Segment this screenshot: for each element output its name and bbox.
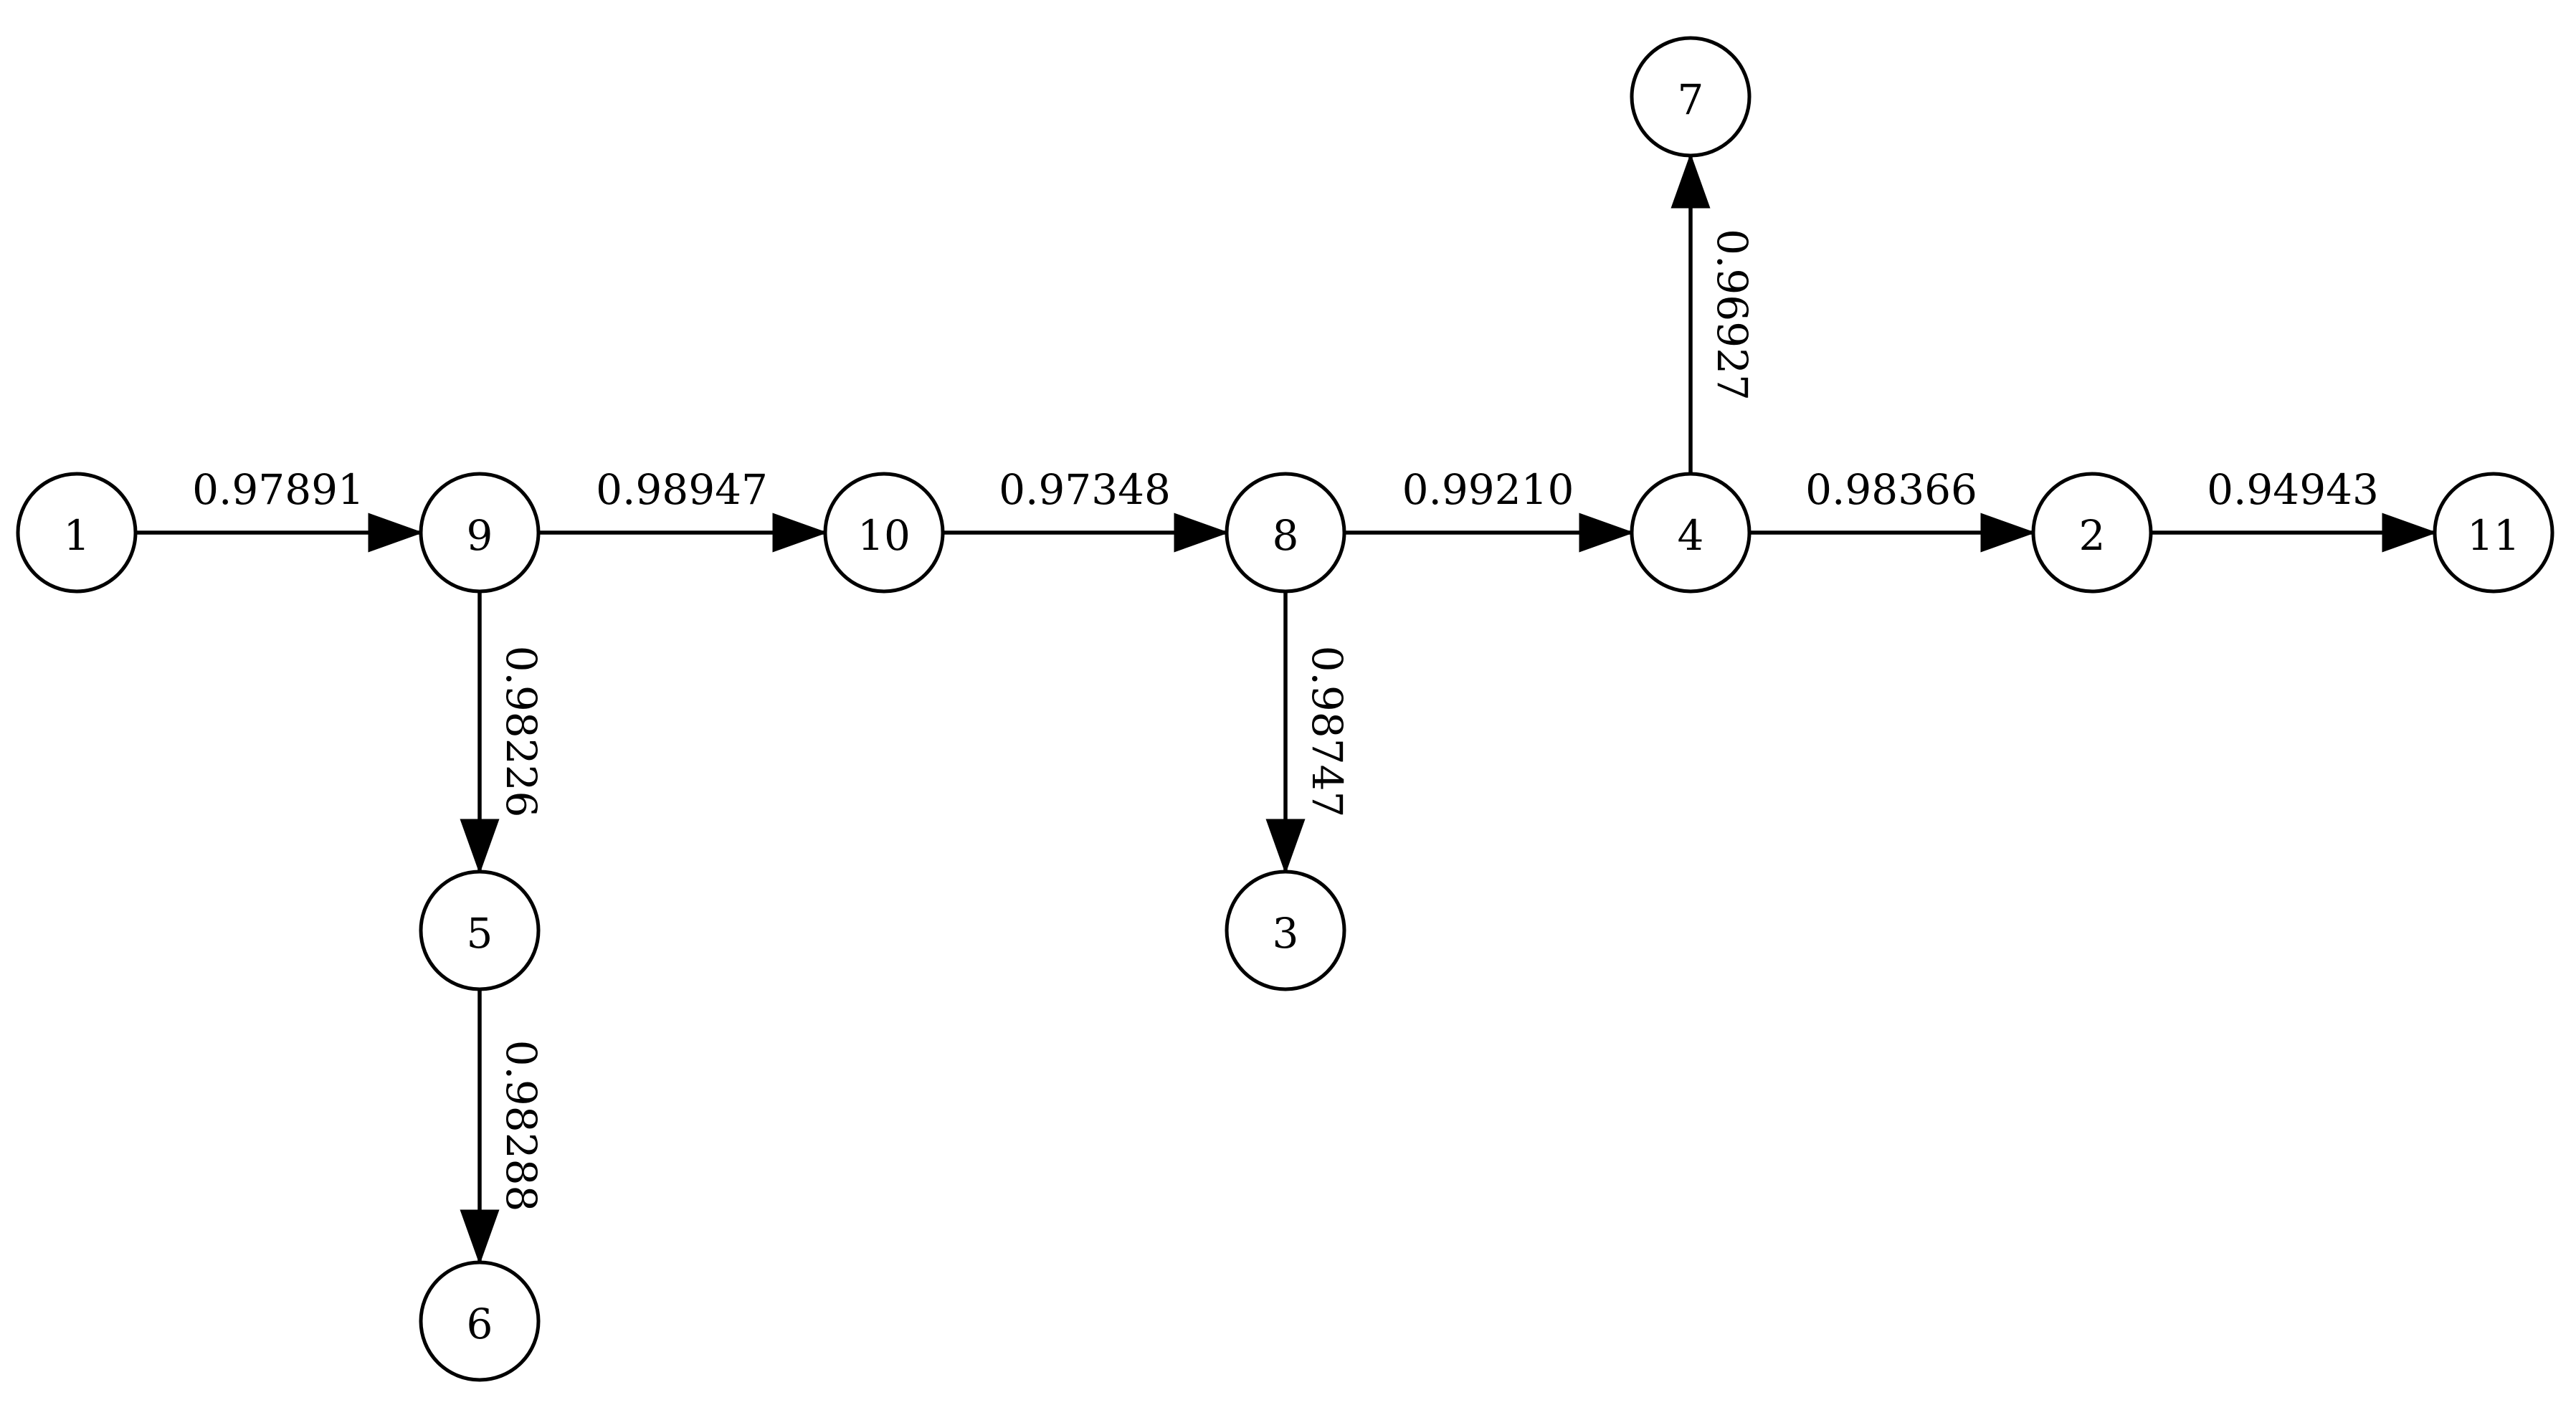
edge-weight-10-8: 0.97348 (999, 465, 1171, 514)
node-label-6: 6 (467, 1300, 493, 1348)
node-label-11: 11 (2467, 511, 2520, 560)
node-label-8: 8 (1273, 511, 1299, 560)
node-circle-1 (16, 472, 138, 594)
node-circle-5 (419, 870, 541, 991)
node-4: 4 (1630, 472, 1752, 594)
node-circle-3 (1225, 870, 1346, 991)
node-2: 2 (2031, 472, 2153, 594)
node-5: 5 (419, 870, 541, 991)
node-circle-7 (1630, 36, 1752, 158)
edge-weight-1-9: 0.97891 (192, 465, 364, 514)
edge-weight-8-4: 0.99210 (1402, 465, 1574, 514)
edge-weight-9-10: 0.98947 (596, 465, 768, 514)
node-circle-11 (2433, 472, 2554, 594)
node-7: 7 (1630, 36, 1752, 158)
edge-weight-8-3: 0.98747 (1303, 646, 1351, 818)
node-label-5: 5 (467, 909, 493, 958)
node-1: 1 (16, 472, 138, 594)
node-3: 3 (1225, 870, 1346, 991)
node-circle-6 (419, 1260, 541, 1382)
node-label-3: 3 (1273, 909, 1299, 958)
node-label-10: 10 (857, 511, 911, 560)
node-11: 11 (2433, 472, 2554, 594)
edges-layer: 0.97891 0.98947 0.97348 0.99210 0.98366 0.949… (136, 153, 2438, 1265)
edge-weight-9-5: 0.98226 (497, 646, 546, 818)
nodes-layer: 1 9 10 8 4 2 11 7 5 6 3 (16, 36, 2554, 1382)
node-9: 9 (419, 472, 541, 594)
node-8: 8 (1225, 472, 1346, 594)
node-label-2: 2 (2079, 511, 2106, 560)
node-circle-10 (823, 472, 945, 594)
edge-weight-5-6: 0.98288 (497, 1040, 546, 1212)
node-label-7: 7 (1678, 75, 1704, 124)
edge-weight-2-11: 0.94943 (2207, 465, 2379, 514)
node-circle-2 (2031, 472, 2153, 594)
node-circle-9 (419, 472, 541, 594)
edge-weight-4-7: 0.96927 (1708, 229, 1757, 401)
node-label-1: 1 (64, 511, 90, 560)
node-10: 10 (823, 472, 945, 594)
node-6: 6 (419, 1260, 541, 1382)
node-circle-8 (1225, 472, 1346, 594)
edge-weight-4-2: 0.98366 (1805, 465, 1977, 514)
node-label-9: 9 (467, 511, 493, 560)
node-circle-4 (1630, 472, 1752, 594)
node-label-4: 4 (1678, 511, 1704, 560)
